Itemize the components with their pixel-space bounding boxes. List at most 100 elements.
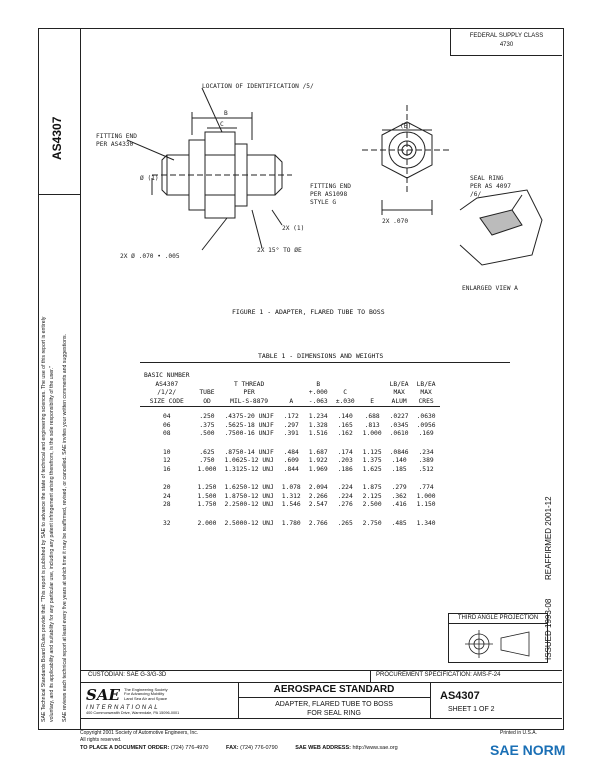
table-header-cell: A (289, 397, 294, 405)
table-cell: 1.687 (308, 448, 328, 456)
table-cell: .279 (391, 484, 407, 491)
table-header-cell: T THREAD (233, 380, 265, 388)
table-header-cell: CRES (418, 397, 434, 405)
table-header-cell: TUBE (199, 389, 215, 396)
table-cell: .265 (337, 519, 353, 527)
disclaimer-line-1: SAE Technical Standards Board Rules prov… (41, 316, 47, 722)
table-group-spacer (140, 439, 440, 449)
fax-label: FAX: (226, 745, 239, 751)
table-cell: .375 (199, 421, 215, 429)
table-header-cell: SIZE CODE (149, 397, 184, 405)
table-cell: 08 (162, 430, 171, 437)
order-phone: (724) 776-4970 (170, 745, 209, 751)
table-cell: 10 (162, 448, 171, 456)
table-cell: 2.500 (362, 501, 382, 508)
hole-label: 2X Ø .070 • .005 (120, 252, 180, 260)
chamfer-label: 2X 15° TO ØE (257, 246, 302, 254)
sae-tagline-1: The Engineering Society (124, 687, 168, 692)
table-cell: .203 (337, 457, 353, 464)
table-cell: 1.000 (197, 465, 217, 473)
table-cell: 1.150 (416, 501, 436, 508)
table-cell: 16 (162, 465, 171, 473)
web-label: SAE WEB ADDRESS: (295, 745, 351, 751)
table-header-cell: AS4307 (155, 380, 179, 388)
table-header-cell: B (316, 380, 321, 388)
table-header-cell (278, 381, 305, 390)
table-cell: .609 (283, 457, 299, 464)
table-cell: 2.125 (362, 492, 382, 500)
table-header-cell: MIL-S-8879 (230, 397, 269, 405)
table-cell: 1.234 (308, 413, 328, 420)
sae-tagline-2: For Advancing Mobility (124, 691, 165, 697)
part-description-2: FOR SEAL RING (307, 710, 361, 717)
two-x-label: 2X (1) (282, 225, 304, 232)
table-cell: .416 (391, 501, 407, 508)
table-header-cell: E (370, 397, 375, 405)
table-header-cell (305, 372, 332, 381)
table-cell: .185 (391, 465, 407, 473)
table-cell: .7500-16 UNJF (224, 430, 274, 437)
table-cell: 2.750 (362, 519, 382, 527)
table-header-cell (332, 372, 359, 381)
table-cell: .389 (418, 457, 434, 464)
fitting-right-label-3: STYLE G (310, 199, 336, 206)
sheet-number: SHEET 1 OF 2 (448, 706, 495, 713)
part-number: AS4307 (440, 690, 480, 702)
sae-international: INTERNATIONAL (86, 705, 160, 711)
table-cell: 2.2500-12 UNJ (224, 501, 274, 508)
table-header-cell: PER (243, 389, 255, 396)
sae-tagline: The Engineering Society For Advancing Mo… (124, 687, 168, 701)
sae-tagline-3: Land Sea Air and Space (124, 695, 168, 701)
drawing-frame (80, 28, 564, 730)
table-cell: 12 (162, 457, 171, 464)
disclaimer-line-2: voluntary, and its applicability and sui… (49, 366, 55, 722)
sae-logo: SAE (86, 686, 120, 704)
hex-end-view (381, 121, 433, 179)
table-header-cell: /1/2/ (157, 389, 177, 396)
table-cell: 1.500 (197, 492, 217, 500)
dim-c-label: C (220, 121, 224, 128)
table-header-cell (359, 381, 386, 390)
table-cell: 1.3125-12 UNJ (224, 465, 274, 473)
figure-caption: FIGURE 1 - ADAPTER, FLARED TUBE TO BOSS (232, 308, 385, 316)
table-cell: .688 (364, 413, 380, 420)
table-cell: 2.266 (308, 492, 328, 500)
table-cell: .485 (391, 519, 407, 527)
order-line: TO PLACE A DOCUMENT ORDER: (724) 776-497… (80, 745, 398, 751)
table-cell: .297 (283, 421, 299, 429)
table-cell: .165 (337, 421, 353, 429)
part-description: ADAPTER, FLARED TUBE TO BOSS FOR SEAL RI… (238, 700, 430, 718)
table-cell: .169 (418, 430, 434, 437)
table-cell: 1.969 (308, 465, 328, 473)
table-cell: 1.625 (362, 465, 382, 473)
table-cell: 1.250 (197, 484, 217, 491)
table-cell: 04 (162, 413, 171, 420)
table-cell: 1.328 (308, 421, 328, 429)
strip-divider (38, 194, 80, 195)
table-cell: .0956 (416, 421, 436, 429)
table-header-rule (140, 406, 440, 413)
table-title-rule (140, 362, 510, 363)
table-cell: .0610 (389, 430, 409, 437)
fitting-right-label-2: PER AS1098 (310, 191, 348, 198)
table-cell: 20 (162, 484, 171, 491)
federal-supply-class-box: FEDERAL SUPPLY CLASS 4730 (450, 28, 562, 56)
copyright: Copyright 2001 Society of Automotive Eng… (80, 730, 199, 736)
table-cell: .224 (337, 484, 353, 491)
table-cell: .362 (391, 492, 407, 500)
table-cell: .0345 (389, 421, 409, 429)
table-cell: .186 (337, 465, 353, 473)
table-group-spacer (140, 474, 440, 484)
hex-dim-label: 2X .070 (382, 218, 408, 225)
web-address[interactable]: http://www.sae.org (352, 745, 398, 751)
procurement-label: PROCUREMENT SPECIFICATION: AMS-F-24 (376, 672, 501, 678)
dia-d-label: Ø (1) (140, 174, 159, 182)
enlarged-view-label: ENLARGED VIEW A (462, 285, 518, 292)
projection-label: THIRD ANGLE PROJECTION (449, 614, 547, 624)
table-header-cell: MAX (393, 389, 405, 396)
